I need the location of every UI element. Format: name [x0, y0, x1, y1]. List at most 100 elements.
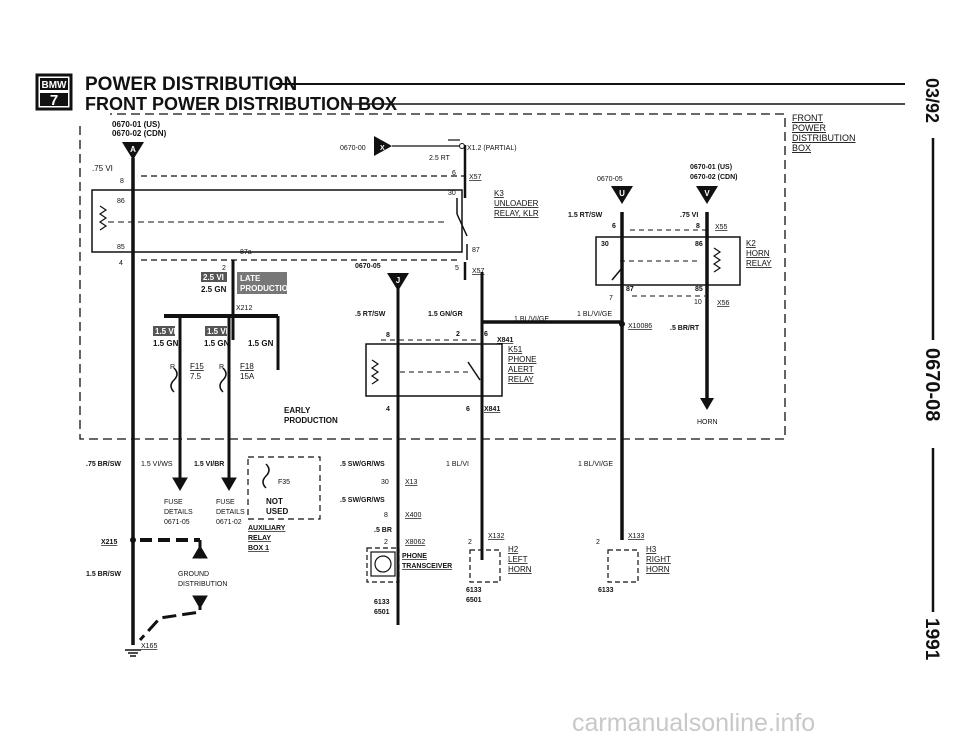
bottom-section-wiring: [125, 456, 639, 657]
mid-pin4: 4: [386, 406, 390, 413]
right-ref-b1: 0670-01 (US): [690, 164, 732, 171]
fuse-f15-symbol: [170, 367, 178, 393]
aux-relay-3: BOX 1: [248, 545, 269, 552]
k3-relay-outline: [91, 189, 463, 253]
phone-transceiver-box: [366, 547, 400, 583]
wire-1blvige: 1 BL/VI/GE: [578, 461, 613, 468]
connector-x-label: X: [380, 145, 385, 152]
x12-ref: 0670-00: [340, 145, 366, 152]
h3-line1: RIGHT: [646, 555, 671, 564]
k2-relay-outline: [595, 236, 741, 286]
k3-coil: [98, 205, 108, 231]
wire-15viws: 1.5 VI/WS: [141, 461, 173, 468]
right-pin7: 7: [609, 295, 613, 302]
h2-label: H2: [508, 545, 519, 554]
right-pin85: 85: [695, 286, 703, 293]
right-section-labels: 0670-05 0670-01 (US) 0670-02 (CDN) U V 1…: [568, 164, 772, 426]
box-label-1: FRONT: [792, 113, 823, 123]
left-ref-cdn: 0670-02 (CDN): [112, 129, 167, 138]
k2-line2: RELAY: [746, 259, 772, 268]
ground-link: [138, 596, 202, 642]
connector-a-label: A: [130, 145, 136, 154]
fuse-f18: F18: [240, 362, 254, 371]
connector-v-marker: [696, 186, 718, 204]
pin-4: 4: [119, 260, 123, 267]
late-label: LATE: [240, 274, 261, 283]
mid-ref: 0670-05: [355, 263, 381, 270]
right-wire-blvige: 1 BL/VI/GE: [577, 311, 612, 318]
x57-mid-label: X57: [472, 268, 485, 275]
connector-j-label: J: [396, 276, 400, 285]
pin-8: 8: [120, 178, 124, 185]
mid-wire-blvige: 1 BL/VI/GE: [514, 316, 549, 323]
h3-label: H3: [646, 545, 657, 554]
phone-transceiver-inner: [370, 551, 396, 577]
horn-arrow: [700, 398, 714, 410]
logo-text: BMW: [42, 80, 68, 91]
arrow-fuse-b: [221, 477, 237, 491]
horn-right-box: [607, 549, 639, 583]
k2-line1: HORN: [746, 249, 770, 258]
h2-line1: LEFT: [508, 555, 528, 564]
pin-8-x400: 8: [384, 512, 388, 519]
aux-relay-box: [247, 456, 321, 520]
mid-wire-rtsw: .5 RT/SW: [355, 311, 386, 318]
fuse-f15: F15: [190, 362, 204, 371]
wire-label-15vi-a: 1.5 VI: [155, 327, 176, 336]
watermark: carmanualsonline.info: [572, 709, 815, 737]
wire-label-15gn-a: 1.5 GN: [153, 339, 179, 348]
k3-switch: [456, 213, 468, 237]
early-production-label: PRODUCTION: [284, 416, 338, 425]
pin-2-x8062: 2: [384, 539, 388, 546]
h2-line2: HORN: [508, 565, 532, 574]
right-section-wiring: [595, 212, 741, 540]
mid-pin6: 6: [484, 331, 488, 338]
mid-x841: X841: [497, 337, 513, 344]
wire-label-15gn-c: 1.5 GN: [248, 339, 274, 348]
right-ref-b2: 0670-02 (CDN): [690, 174, 737, 181]
pin-2: 2: [222, 265, 226, 272]
pin-86: 86: [117, 198, 125, 205]
right-x55: X55: [715, 224, 728, 231]
k51-switch: [467, 361, 481, 381]
fuse-r-b: R: [219, 364, 224, 371]
connector-x8062: X8062: [405, 539, 425, 546]
splice-x10086: [619, 321, 625, 327]
right-x10086: X10086: [628, 323, 652, 330]
model-number: 7: [50, 92, 58, 109]
k51-line2: ALERT: [508, 365, 534, 374]
box-label-2: POWER: [792, 123, 827, 133]
x57-mid-pin: 5: [455, 265, 459, 272]
k3-line1: UNLOADER: [494, 199, 539, 208]
right-ref-a: 0670-05: [597, 176, 623, 183]
fuse-details-b2: DETAILS: [216, 509, 245, 516]
phone-label: PHONE: [402, 553, 427, 560]
box-label-3: DISTRIBUTION: [792, 133, 856, 143]
fuse-details-a3: 0671-05: [164, 519, 190, 526]
bmw-logo: BMW 7: [35, 73, 73, 111]
arrow-fuse-a: [172, 477, 188, 491]
not-used-1: NOT: [266, 497, 283, 506]
k51-coil: [370, 359, 380, 385]
box-label-4: BOX: [792, 143, 811, 153]
ref-6133-a: 6133: [374, 599, 390, 606]
box-label: FRONT POWER DISTRIBUTION BOX: [792, 113, 856, 153]
horn-left-box: [469, 549, 501, 583]
k51-line1: PHONE: [508, 355, 536, 364]
pin-2-x133: 2: [596, 539, 600, 546]
mid-section-labels: 0670-05 J 5 X57 .5 RT/SW 1.5 GN/GR 1 BL/…: [355, 263, 549, 413]
wire-swgrws-a: .5 SW/GR/WS: [340, 461, 385, 468]
left-section-labels: 0670-01 (US) 0670-02 (CDN) A .75 VI 8 86…: [92, 120, 480, 425]
wire-15vi-tag-a: [153, 326, 175, 336]
aux-relay-2: RELAY: [248, 535, 271, 542]
fuse-f15-rating: 7.5: [190, 372, 202, 381]
pin-87a: 87a: [240, 249, 252, 256]
connector-u-marker: [611, 186, 633, 204]
wire-25vi-tag: [201, 272, 227, 282]
not-used-2: USED: [266, 507, 288, 516]
wire-15brsw: 1.5 BR/SW: [86, 571, 121, 578]
x12-wire: 2.5 RT: [429, 155, 451, 162]
pin-30: 30: [448, 190, 456, 197]
